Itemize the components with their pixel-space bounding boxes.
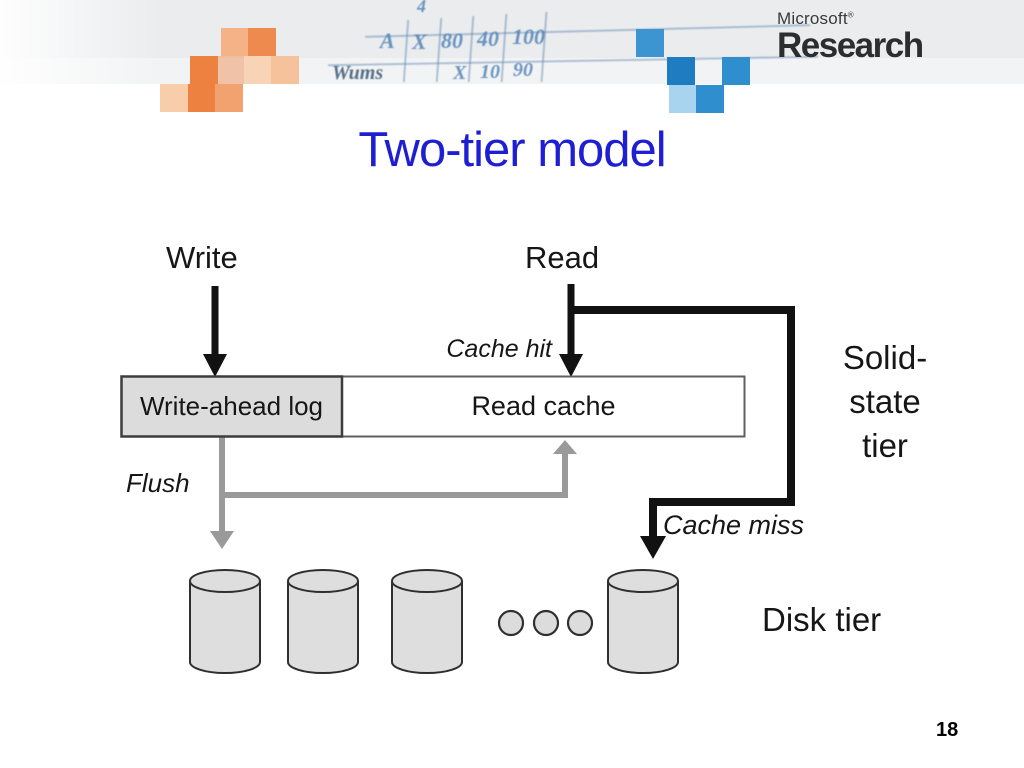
logo-brand: Microsoft® xyxy=(777,9,854,28)
flush-label: Flush xyxy=(126,468,190,498)
cache-hit-label: Cache hit xyxy=(446,335,552,363)
whiteboard-text: 4 xyxy=(417,0,426,16)
disk-tier-label: Disk tier xyxy=(762,601,882,638)
mosaic-square xyxy=(636,29,664,57)
cache-miss-path xyxy=(571,306,795,538)
solid-state-line-1: Solid- xyxy=(842,339,928,376)
logo-product: Research xyxy=(777,26,924,65)
header-fade xyxy=(0,0,160,84)
read-arrowhead xyxy=(559,354,583,377)
whiteboard-text: 90 xyxy=(513,59,533,81)
read-label: Read xyxy=(525,240,600,275)
mosaic-square xyxy=(244,56,272,84)
cache-miss-arrowhead xyxy=(640,536,666,559)
cache-miss-label: Cache miss xyxy=(663,510,805,540)
whiteboard-text: 40 xyxy=(477,26,499,51)
whiteboard-text: X xyxy=(453,62,467,84)
ellipsis-dot xyxy=(566,609,594,637)
mosaic-square xyxy=(160,84,188,112)
mosaic-square xyxy=(221,28,249,56)
whiteboard-text: X xyxy=(412,29,427,54)
disk-cylinder xyxy=(287,569,359,674)
mosaic-square xyxy=(217,56,245,84)
page-number: 18 xyxy=(936,719,959,741)
whiteboard-text: A xyxy=(380,28,395,53)
mosaic-square xyxy=(190,56,218,84)
flush-down-arrowhead xyxy=(210,531,234,549)
slide-title: Two-tier model xyxy=(358,123,666,177)
mosaic-square xyxy=(696,85,724,113)
ellipsis-dot xyxy=(532,609,560,637)
flush-up-arrowhead xyxy=(553,440,577,454)
read-cache-label: Read cache xyxy=(471,391,616,421)
whiteboard-text: 10 xyxy=(480,61,500,83)
mosaic-square xyxy=(271,56,299,84)
mosaic-square xyxy=(248,28,276,56)
write-label: Write xyxy=(166,240,238,275)
ellipsis-dot xyxy=(497,609,525,637)
solid-state-tier-label: Solid- state tier xyxy=(815,336,955,468)
whiteboard-text: 80 xyxy=(441,28,463,53)
mosaic-square xyxy=(215,84,243,112)
whiteboard-scribble: Wums xyxy=(332,62,384,84)
microsoft-research-logo: Microsoft® Research xyxy=(777,9,924,66)
mosaic-square xyxy=(188,84,216,112)
solid-state-line-3: tier xyxy=(862,427,908,464)
header-banner: 4 A X 80 40 100 Wums X 10 90 Microsoft® … xyxy=(0,0,1024,120)
whiteboard-sketch: 4 A X 80 40 100 Wums X 10 90 xyxy=(0,0,830,84)
whiteboard-text: 100 xyxy=(512,24,545,49)
mosaic-square xyxy=(722,57,750,85)
write-ahead-log-box xyxy=(120,375,344,438)
header-band-light xyxy=(0,58,1024,84)
disk-cylinder xyxy=(391,569,463,674)
disk-cylinder xyxy=(607,569,679,674)
write-ahead-log-label: Write-ahead log xyxy=(139,391,324,421)
header-band xyxy=(0,0,1024,58)
disk-cylinder xyxy=(189,569,261,674)
solid-state-line-2: state xyxy=(849,383,921,420)
flush-branch-line xyxy=(222,452,568,498)
write-arrowhead xyxy=(203,354,227,377)
mosaic-square xyxy=(669,85,697,113)
mosaic-square xyxy=(667,57,695,85)
